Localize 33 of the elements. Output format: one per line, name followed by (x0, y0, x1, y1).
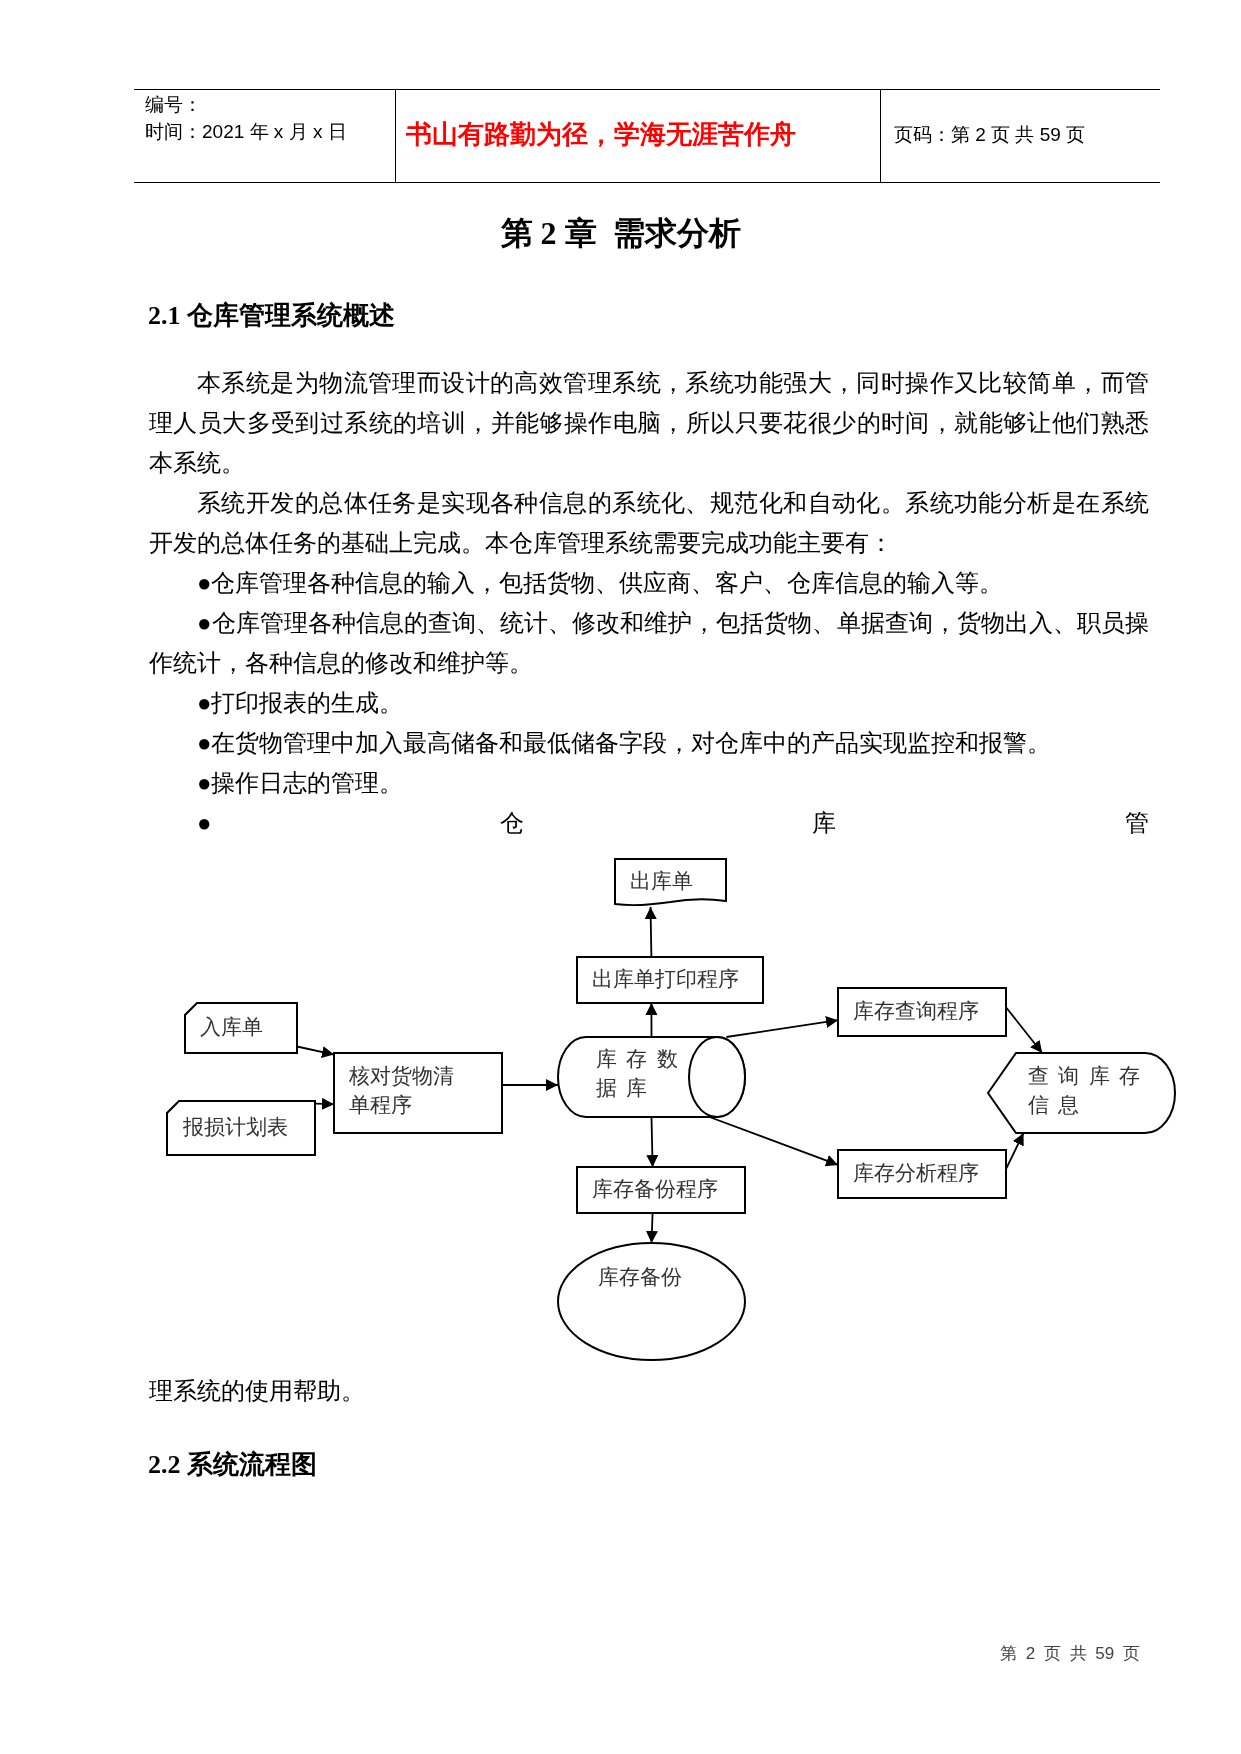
bullet-item: ●操作日志的管理。 (196, 769, 405, 798)
arrow (644, 906, 657, 958)
card-shape: 入库单 (185, 1003, 297, 1053)
storage-ellipse: 库存备份 (558, 1243, 745, 1360)
arrow (645, 1002, 658, 1038)
arrow (645, 1212, 658, 1244)
header-field: 编号： (145, 92, 202, 118)
process-box: 库存分析程序 (838, 1150, 1006, 1198)
section-heading: 2.1 仓库管理系统概述 (148, 300, 395, 332)
section-heading: 2.2 系统流程图 (148, 1449, 317, 1481)
page-number: 页码：第 2 页 共 59 页 (894, 123, 1086, 147)
process-box: 库存查询程序 (838, 988, 1006, 1036)
paragraph: 系统开发的总体任务是实现各种信息的系统化、规范化和自动化。系统功能分析是在系统开发的总体任务的基础上完成。本仓库管理系统需要完成功能主要有： (149, 489, 1149, 558)
process-box: 核对货物清单程序 (334, 1053, 502, 1133)
bullet-item: ●仓库管 (196, 809, 1149, 838)
arrow (646, 1116, 659, 1168)
card-shape: 报损计划表 (167, 1101, 315, 1155)
paragraph: 理系统的使用帮助。 (149, 1377, 366, 1406)
process-box: 库存备份程序 (577, 1167, 745, 1213)
process-box: 出库单打印程序 (577, 957, 763, 1003)
motto: 书山有路勤为径，学海无涯苦作舟 (406, 119, 796, 151)
document-shape: 出库单 (615, 859, 726, 907)
page-footer: 第 2 页 共 59 页 (1000, 1642, 1140, 1666)
bullet-item: ●打印报表的生成。 (196, 689, 405, 718)
paragraph: 本系统是为物流管理而设计的高效管理系统，系统功能强大，同时操作又比较简单，而管理人员大多受到过系统的培训，并能够操作电脑，所以只要花很少的时间，就能够让他们熟悉本系统。 (149, 369, 1149, 478)
bullet-item: ●仓库管理各种信息的查询、统计、修改和维护，包括货物、单据查询，货物出入、职员操作统计，各种信息的修改和维护等。 (149, 609, 1149, 678)
bullet-item: ●在货物管理中加入最高储备和最低储备字段，对仓库中的产品实现监控和报警。 (196, 729, 1053, 758)
header-field: 时间：2021 年 x 月 x 日 (145, 119, 347, 145)
display-shape: 查询库存信息 (988, 1053, 1175, 1133)
database-cylinder: 库存数据库 (558, 1037, 745, 1117)
arrow (725, 1016, 839, 1038)
bullet-item: ●仓库管理各种信息的输入，包括货物、供应商、客户、仓库信息的输入等。 (196, 569, 1005, 598)
chapter-title: 第 2 章 需求分析 (499, 214, 742, 253)
